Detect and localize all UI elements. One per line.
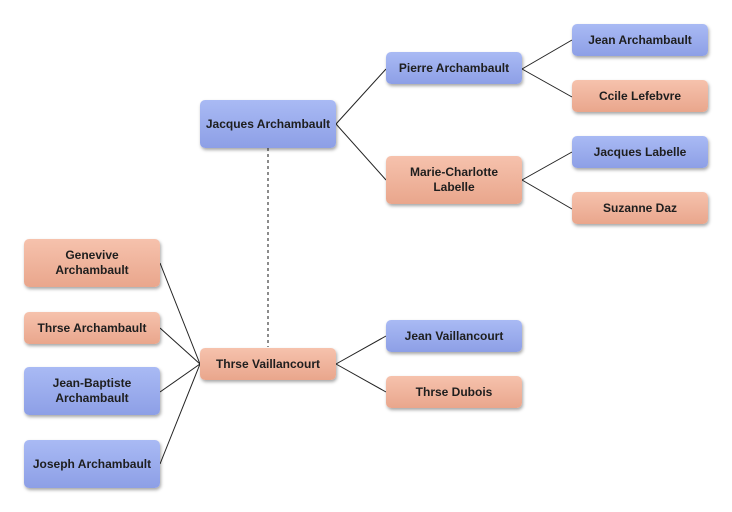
connector-line: [159, 363, 201, 465]
person-genevieve-archambault[interactable]: Genevive Archambault: [24, 239, 160, 287]
person-cecile-lefebvre[interactable]: Ccile Lefebvre: [572, 80, 708, 112]
person-pierre-archambault[interactable]: Pierre Archambault: [386, 52, 522, 84]
connector-line: [521, 151, 573, 181]
person-name: Marie-Charlotte Labelle: [409, 165, 498, 194]
person-name: Jacques Labelle: [593, 144, 687, 159]
connector-line: [335, 363, 387, 393]
connector-line: [521, 68, 573, 98]
person-name: Genevive Archambault: [55, 248, 129, 277]
connector-line: [335, 68, 387, 125]
person-name: Thrse Vaillancourt: [215, 356, 321, 371]
person-therese-archambault[interactable]: Thrse Archambault: [24, 312, 160, 344]
person-name: Jacques Archambault: [205, 116, 331, 131]
connector-line: [159, 327, 201, 365]
person-jean-archambault[interactable]: Jean Archambault: [572, 24, 708, 56]
person-name: Joseph Archambault: [32, 456, 152, 471]
connector-line: [521, 39, 573, 70]
person-marie-charlotte-labelle[interactable]: Marie-Charlotte Labelle: [386, 156, 522, 204]
person-name: Ccile Lefebvre: [598, 88, 682, 103]
person-jean-vaillancourt[interactable]: Jean Vaillancourt: [386, 320, 522, 352]
person-name: Pierre Archambault: [398, 60, 510, 75]
person-name: Jean-Baptiste Archambault: [52, 376, 132, 405]
person-therese-dubois[interactable]: Thrse Dubois: [386, 376, 522, 408]
person-jacques-labelle[interactable]: Jacques Labelle: [572, 136, 708, 168]
person-name: Suzanne Daz: [602, 200, 677, 215]
person-name: Jean Vaillancourt: [404, 328, 504, 343]
person-suzanne-daz[interactable]: Suzanne Daz: [572, 192, 708, 224]
connector-line: [521, 179, 573, 210]
connector-line: [335, 123, 387, 181]
person-jean-baptiste-archambault[interactable]: Jean-Baptiste Archambault: [24, 367, 160, 415]
person-name: Thrse Dubois: [415, 384, 493, 399]
person-name: Jean Archambault: [588, 32, 692, 47]
person-joseph-archambault[interactable]: Joseph Archambault: [24, 440, 160, 488]
person-therese-vaillancourt[interactable]: Thrse Vaillancourt: [200, 348, 336, 380]
connector-line: [335, 335, 387, 365]
connector-line: [159, 363, 201, 393]
person-jacques-archambault[interactable]: Jacques Archambault: [200, 100, 336, 148]
person-name: Thrse Archambault: [37, 320, 147, 335]
connector-line: [159, 262, 201, 365]
